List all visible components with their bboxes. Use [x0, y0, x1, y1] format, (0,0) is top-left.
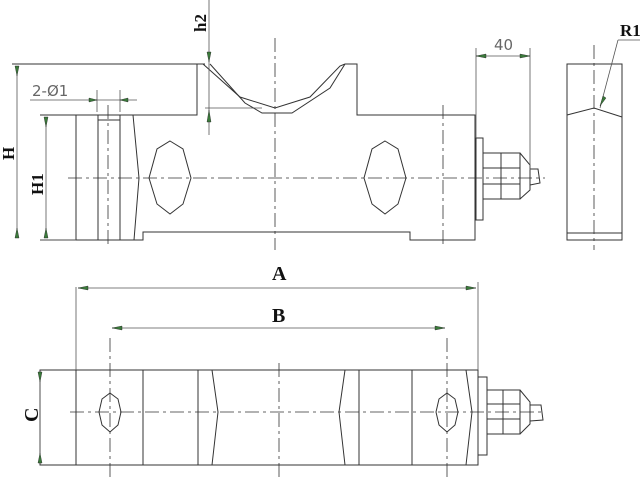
label-H: H	[0, 147, 18, 160]
front-view: H H1 h2 2-Ø1 40	[0, 0, 545, 250]
label-holes: 2-Ø1	[32, 82, 68, 100]
label-B: B	[272, 305, 285, 327]
label-h2: h2	[191, 14, 210, 32]
side-view: R1	[566, 21, 640, 250]
cable-connector-plan	[477, 376, 544, 456]
label-R1: R1	[620, 21, 640, 40]
section-hatch-left	[75, 114, 99, 241]
plan-view: A B C	[21, 263, 545, 480]
cable-connector-top	[475, 137, 541, 221]
label-H1: H1	[28, 173, 47, 195]
label-dim-40: 40	[494, 36, 513, 54]
label-C: C	[21, 408, 43, 422]
octagon-hole-left	[148, 140, 192, 215]
octagon-hole-right	[363, 140, 407, 215]
label-A: A	[272, 263, 287, 285]
